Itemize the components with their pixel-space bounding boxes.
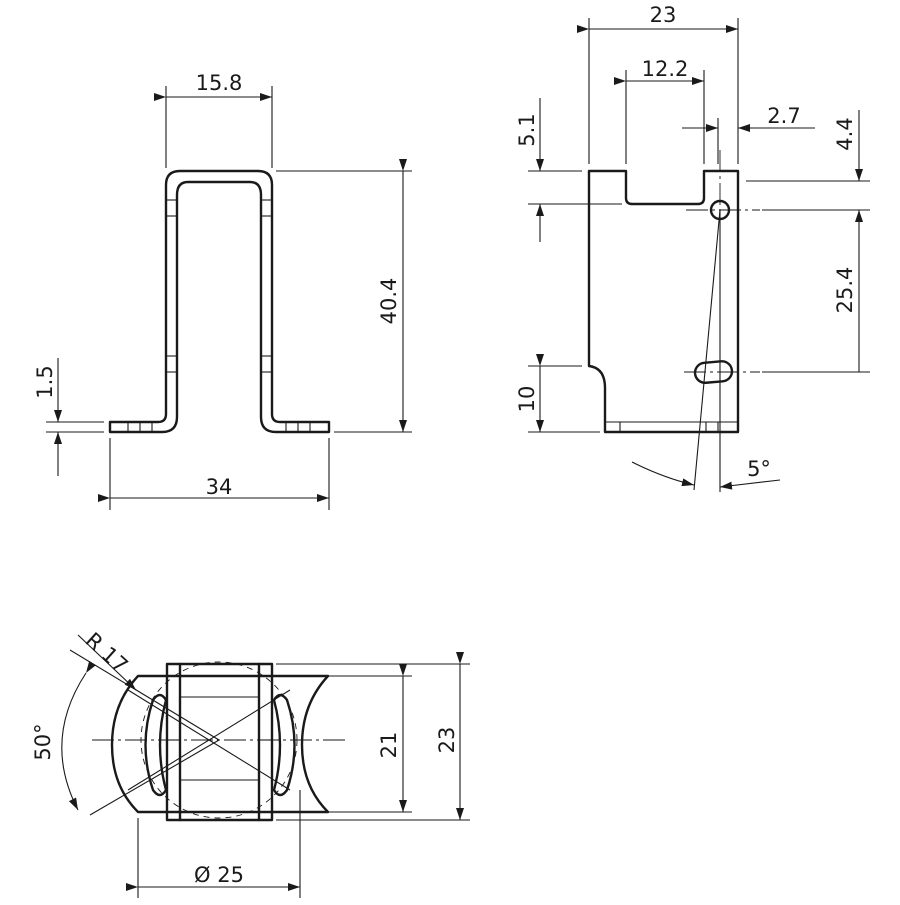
dim-4-4: 4.4: [746, 110, 870, 372]
dim-label-15-8: 15.8: [196, 71, 243, 95]
dim-label-25-4: 25.4: [833, 267, 857, 314]
side-view: 23 12.2 2.7 5.1: [515, 3, 870, 492]
dim-label-10: 10: [515, 386, 539, 413]
arc-slot-right: [272, 693, 296, 797]
dim-25-4: 25.4: [762, 267, 870, 373]
dim-label-dia-25: Ø 25: [194, 863, 244, 887]
dim-5-1: 5.1: [515, 98, 622, 242]
dim-diameter-25: Ø 25: [126, 790, 301, 898]
side-plate-outline: [587, 169, 740, 434]
dim-5-degree: 5°: [631, 457, 781, 490]
dim-1-5: 1.5: [33, 358, 104, 476]
arc-slot-left: [144, 693, 168, 797]
dim-label-12-2: 12.2: [642, 57, 689, 81]
front-view: 15.8 40.4 1.5 34: [33, 71, 412, 510]
channel-body: [165, 662, 274, 822]
dim-label-34: 34: [206, 475, 233, 499]
dim-label-4-4: 4.4: [833, 117, 857, 150]
dim-label-50-deg: 50°: [31, 723, 55, 760]
dim-34: 34: [98, 438, 330, 510]
dim-label-r17: R 17: [81, 628, 133, 678]
bracket-outer-profile: [108, 169, 331, 434]
fold-lines: [127, 199, 311, 432]
dim-40-4: 40.4: [276, 159, 412, 433]
dim-label-5-1: 5.1: [515, 113, 539, 146]
dim-label-1-5: 1.5: [33, 365, 57, 398]
dim-15-8: 15.8: [154, 71, 273, 168]
angle-ref-line: [693, 209, 721, 491]
dim-50-degree: 50°: [31, 660, 96, 811]
dim-label-2-7: 2.7: [767, 104, 800, 128]
dim-23-top: 23: [577, 3, 739, 164]
dim-23-bottom: 23: [276, 652, 470, 821]
dim-10: 10: [515, 354, 600, 433]
dim-label-5-deg: 5°: [747, 457, 771, 481]
dim-label-40-4: 40.4: [377, 278, 401, 325]
dim-21: 21: [306, 664, 412, 813]
dim-label-23-bottom: 23: [435, 727, 459, 754]
reference-circle: [140, 661, 298, 819]
slot-hole: [693, 360, 734, 384]
dim-label-23: 23: [650, 3, 677, 27]
dim-label-21: 21: [377, 732, 401, 759]
top-view: R 17 50° 21 23 Ø 25: [31, 628, 470, 898]
dim-12-2: 12.2: [614, 57, 705, 164]
dim-r17: R 17: [77, 628, 137, 691]
dim-2-7: 2.7: [682, 104, 815, 164]
